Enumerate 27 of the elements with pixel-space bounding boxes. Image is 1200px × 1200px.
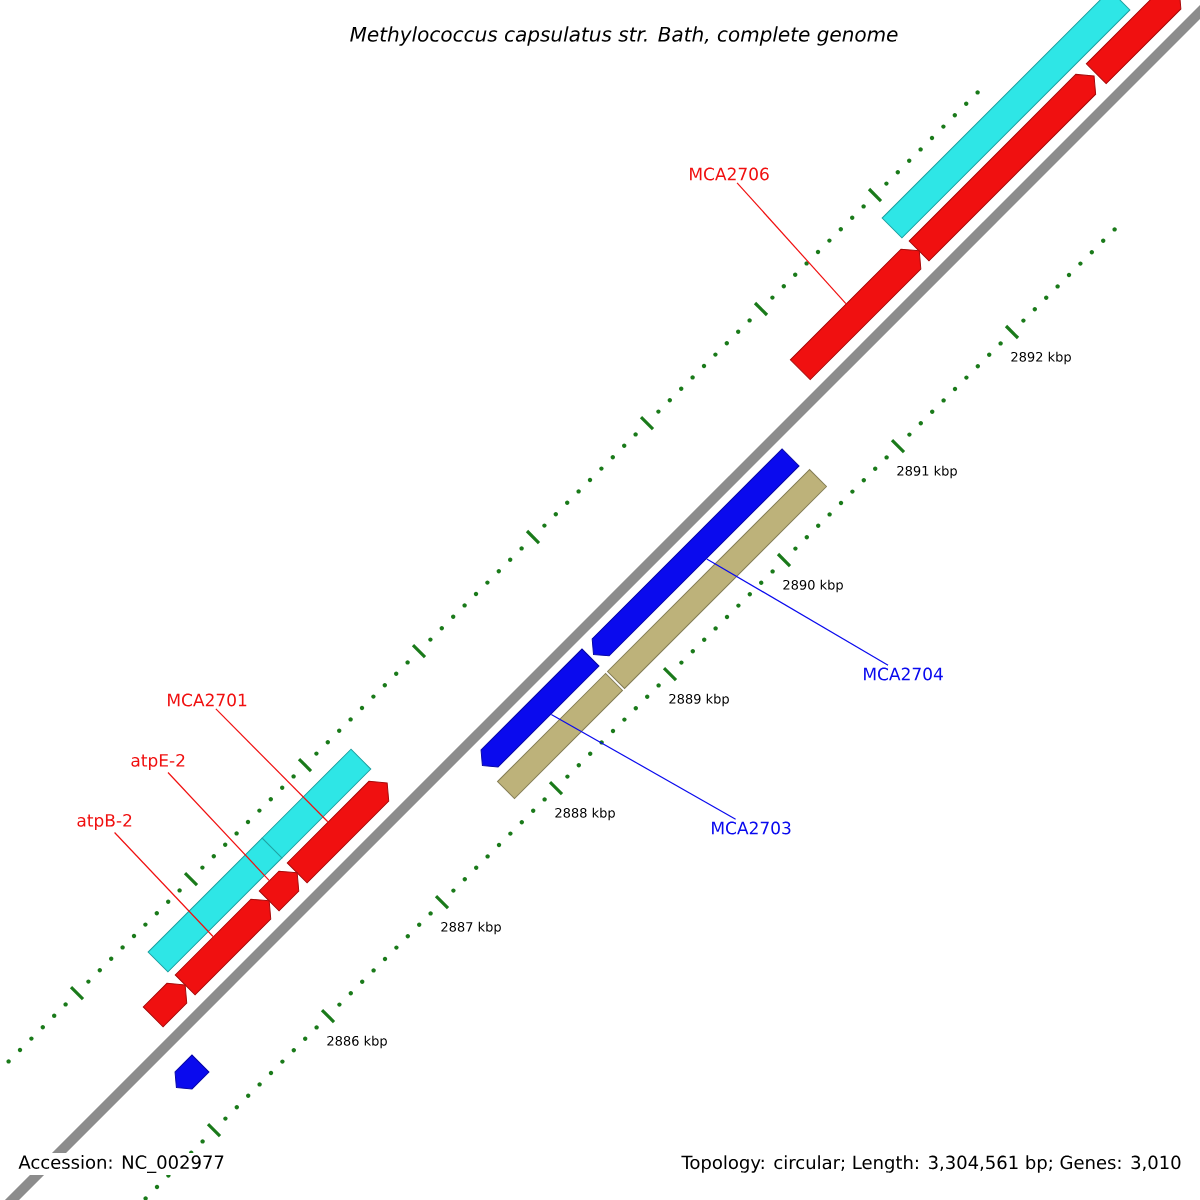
title: Methylococcus capsulatus str. Bath, complete genome <box>350 26 898 46</box>
leader-line <box>167 771 270 881</box>
leader-line <box>215 708 329 823</box>
gene-label: atpB-2 <box>77 813 132 831</box>
gene-label: MCA2703 <box>712 821 791 835</box>
gene-label: MCA2706 <box>690 167 769 181</box>
footer-text: Topology: circular; Length: 3,304,561 bp; Genes: 3,010 <box>679 1153 1184 1175</box>
leader-line <box>113 831 214 938</box>
gene-label: MCA2701 <box>168 693 247 707</box>
leader-line <box>736 182 847 305</box>
gene-label: atpE-2 <box>131 753 185 771</box>
gene-feature <box>480 648 600 768</box>
gene-label: MCA2704 <box>864 667 943 681</box>
leader-line <box>550 713 737 820</box>
gene-feature <box>174 898 272 996</box>
gene-bar <box>497 673 623 799</box>
gene-feature <box>258 870 300 912</box>
gene-bar <box>261 748 372 859</box>
gene-feature <box>286 780 390 884</box>
gene-feature <box>1085 0 1182 85</box>
gene-feature <box>789 248 922 381</box>
gene-feature <box>142 982 188 1028</box>
leader-line <box>706 558 889 666</box>
footer-text: Accession: NC_002977 <box>16 1153 227 1175</box>
gene-bar <box>147 837 283 973</box>
gene-feature <box>908 73 1097 262</box>
gene-feature <box>174 1054 210 1090</box>
